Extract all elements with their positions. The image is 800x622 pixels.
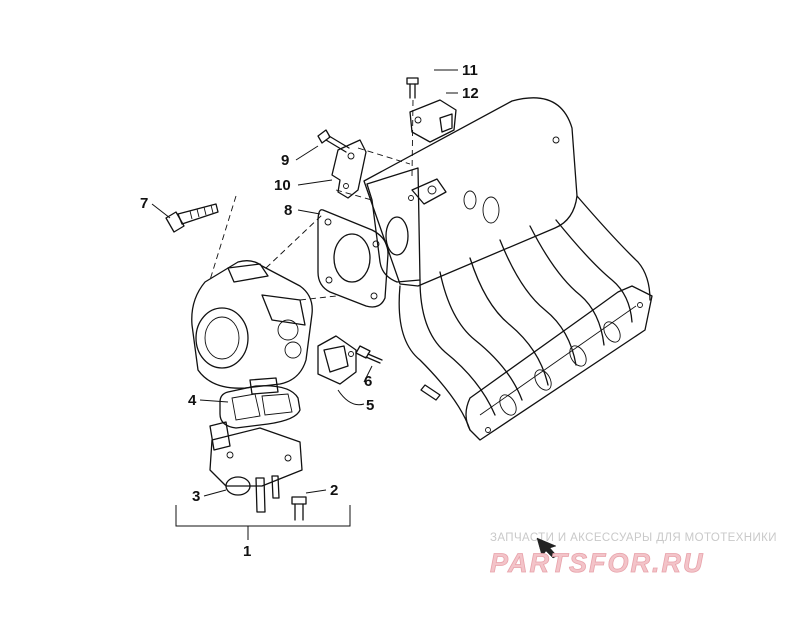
throttle-body-gasket bbox=[317, 209, 389, 308]
arrow-cursor-icon bbox=[536, 537, 558, 559]
leader-lines bbox=[151, 69, 458, 540]
callout-2: 2 bbox=[330, 482, 338, 499]
idle-valve-gasket bbox=[219, 385, 301, 429]
callout-7: 7 bbox=[140, 195, 148, 212]
valve-screw bbox=[291, 496, 307, 521]
idle-air-control-valve bbox=[209, 421, 303, 513]
throttle-body-bolt bbox=[165, 203, 219, 233]
callout-1: 1 bbox=[243, 543, 251, 560]
watermark-brand: PARTSFOR.RU bbox=[490, 548, 705, 578]
tps-screw bbox=[355, 345, 383, 364]
watermark: ЗАПЧАСТИ И АКСЕССУАРЫ ДЛЯ МОТОТЕХНИКИ PA… bbox=[490, 532, 777, 578]
assembly-lines bbox=[209, 99, 414, 301]
callout-8: 8 bbox=[284, 202, 292, 219]
throttle-body bbox=[191, 260, 313, 395]
mounting-bracket bbox=[331, 139, 367, 199]
bracket-screw bbox=[317, 129, 350, 153]
watermark-tagline: ЗАПЧАСТИ И АКСЕССУАРЫ ДЛЯ МОТОТЕХНИКИ bbox=[490, 532, 777, 544]
callout-4: 4 bbox=[188, 392, 197, 409]
callout-6: 6 bbox=[364, 373, 372, 390]
callout-5: 5 bbox=[366, 397, 374, 414]
callout-labels: 11 12 9 10 8 7 4 5 6 3 2 1 bbox=[140, 62, 479, 560]
map-sensor bbox=[409, 99, 457, 143]
intake-manifold bbox=[363, 97, 653, 441]
callout-9: 9 bbox=[281, 152, 289, 169]
callout-11: 11 bbox=[462, 62, 478, 79]
callout-10: 10 bbox=[274, 177, 291, 194]
callout-12: 12 bbox=[462, 85, 479, 102]
sensor-screw bbox=[406, 77, 419, 99]
callout-3: 3 bbox=[192, 488, 200, 505]
throttle-position-sensor bbox=[317, 335, 357, 385]
